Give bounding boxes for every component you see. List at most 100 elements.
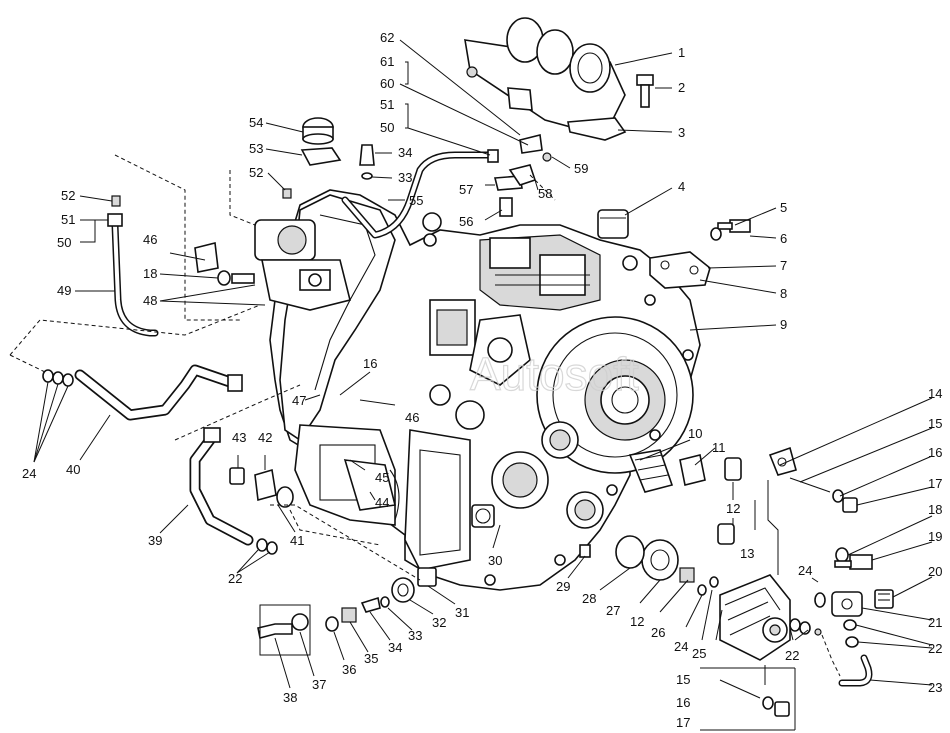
- callout-61: 61: [380, 54, 394, 69]
- callout-16-upper: 16: [928, 445, 942, 460]
- callout-56: 56: [459, 214, 473, 229]
- washer-16-lower: [762, 696, 774, 710]
- callout-59: 59: [574, 161, 588, 176]
- washer-18-left: [217, 270, 231, 286]
- callout-50-left: 50: [57, 235, 71, 250]
- bolt-38: [257, 623, 293, 639]
- fitting-51: [107, 213, 123, 227]
- callout-11: 11: [712, 440, 726, 455]
- pump-13: [719, 574, 791, 661]
- bolt-19: [834, 554, 873, 570]
- callout-23: 23: [928, 680, 942, 695]
- callout-26: 26: [651, 625, 665, 640]
- callout-60: 60: [380, 76, 394, 91]
- callout-54: 54: [249, 115, 263, 130]
- bolt-5: [710, 219, 751, 241]
- spring-35: [341, 607, 357, 623]
- callout-29: 29: [556, 579, 570, 594]
- plug-52: [282, 188, 292, 199]
- callout-24-right: 24: [798, 563, 812, 578]
- callout-labels: 1 2 3 4 5 6 7 8 9 10 11 12 13 14 15 16 1…: [22, 30, 942, 730]
- washer-18: [835, 547, 849, 563]
- fitting-43: [229, 467, 245, 485]
- oring-41: [276, 486, 294, 508]
- callout-12-lower: 12: [630, 614, 644, 629]
- callout-52-left: 52: [61, 188, 75, 203]
- callout-51-left: 51: [61, 212, 75, 227]
- washer-37: [291, 613, 309, 631]
- pipe-40: [74, 364, 243, 421]
- callout-5: 5: [780, 200, 787, 215]
- callout-40: 40: [66, 462, 80, 477]
- callout-52: 52: [249, 165, 263, 180]
- washer-36: [325, 616, 339, 632]
- callout-31: 31: [455, 605, 469, 620]
- pipe-49: [111, 221, 159, 337]
- plate-53: [300, 147, 342, 166]
- callout-22-pump: 22: [785, 648, 799, 663]
- bushing-32: [391, 577, 415, 603]
- callout-19: 19: [928, 529, 942, 544]
- air-cylinder-assembly: [464, 17, 626, 136]
- stud-15-lower: [719, 679, 761, 699]
- ring-33-top: [361, 172, 373, 180]
- oring-24-left-c: [62, 373, 74, 387]
- callout-34: 34: [388, 640, 402, 655]
- callout-15-upper: 15: [928, 416, 942, 431]
- callout-41: 41: [290, 533, 304, 548]
- watermark: Autosoft: [470, 348, 639, 400]
- tee-57: [493, 175, 523, 191]
- callout-22-right: 22: [928, 641, 942, 656]
- flange-7: [649, 251, 711, 289]
- callout-33: 33: [408, 628, 422, 643]
- callout-42: 42: [258, 430, 272, 445]
- callout-28: 28: [582, 591, 596, 606]
- bolt-2: [636, 74, 654, 108]
- ring-33: [380, 596, 390, 608]
- spring-26: [679, 567, 695, 583]
- callout-20: 20: [928, 564, 942, 579]
- washer-16-upper: [832, 489, 844, 503]
- callout-16-lower: 16: [676, 695, 690, 710]
- callout-57: 57: [459, 182, 473, 197]
- callout-1: 1: [678, 45, 685, 60]
- tube-55: [341, 149, 499, 239]
- callout-62: 62: [380, 30, 394, 45]
- hub-27: [641, 539, 679, 581]
- callout-14: 14: [928, 386, 942, 401]
- plug-22: [814, 628, 822, 636]
- bracket-3: [567, 117, 627, 141]
- cap-4: [597, 209, 629, 239]
- callout-53: 53: [249, 141, 263, 156]
- callout-44: 44: [375, 495, 389, 510]
- callout-12-upper: 12: [726, 501, 740, 516]
- callout-50: 50: [380, 120, 394, 135]
- callout-49: 49: [57, 283, 71, 298]
- callout-15-lower: 15: [676, 672, 690, 687]
- connector-34: [360, 596, 381, 613]
- gear-10: [628, 449, 674, 493]
- callout-10: 10: [688, 426, 702, 441]
- bolt-48: [231, 273, 255, 284]
- sleeve-12: [724, 457, 742, 481]
- callout-6: 6: [780, 231, 787, 246]
- nut-17-lower: [774, 701, 790, 717]
- callout-47: 47: [292, 393, 306, 408]
- oring-22-pump: [789, 618, 801, 632]
- callout-4: 4: [678, 179, 685, 194]
- oring-24-left-b: [52, 371, 64, 385]
- oring-22-left-a: [256, 538, 268, 552]
- callout-3: 3: [678, 125, 685, 140]
- callout-34-top: 34: [398, 145, 412, 160]
- callout-35: 35: [364, 651, 378, 666]
- plug-29: [579, 544, 591, 558]
- callout-38: 38: [283, 690, 297, 705]
- callout-9: 9: [780, 317, 787, 332]
- connector-34-top: [359, 144, 375, 166]
- callout-36: 36: [342, 662, 356, 677]
- leader-lines: [33, 39, 933, 731]
- stud-15-upper: [789, 477, 831, 493]
- callout-2: 2: [678, 80, 685, 95]
- callout-39: 39: [148, 533, 162, 548]
- oring-25: [709, 576, 719, 588]
